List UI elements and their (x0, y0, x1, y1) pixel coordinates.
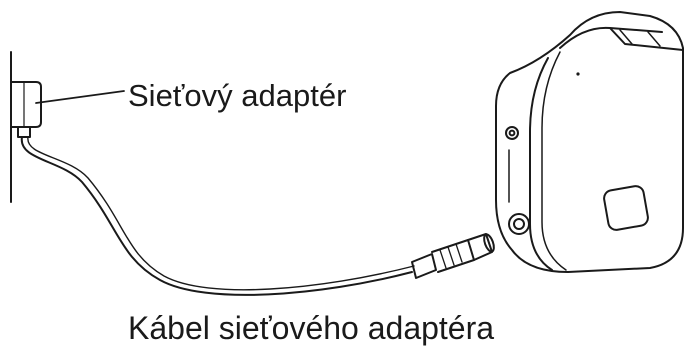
ac-adapter-icon (11, 81, 42, 138)
ac-adapter-label: Sieťový adaptér (128, 78, 347, 113)
adapter-leader-line (35, 90, 125, 104)
dc-plug-icon (411, 233, 495, 279)
adapter-cable (20, 136, 415, 296)
adapter-cable-label: Kábel sieťového adaptéra (128, 310, 495, 346)
label-printer-icon (495, 11, 684, 273)
